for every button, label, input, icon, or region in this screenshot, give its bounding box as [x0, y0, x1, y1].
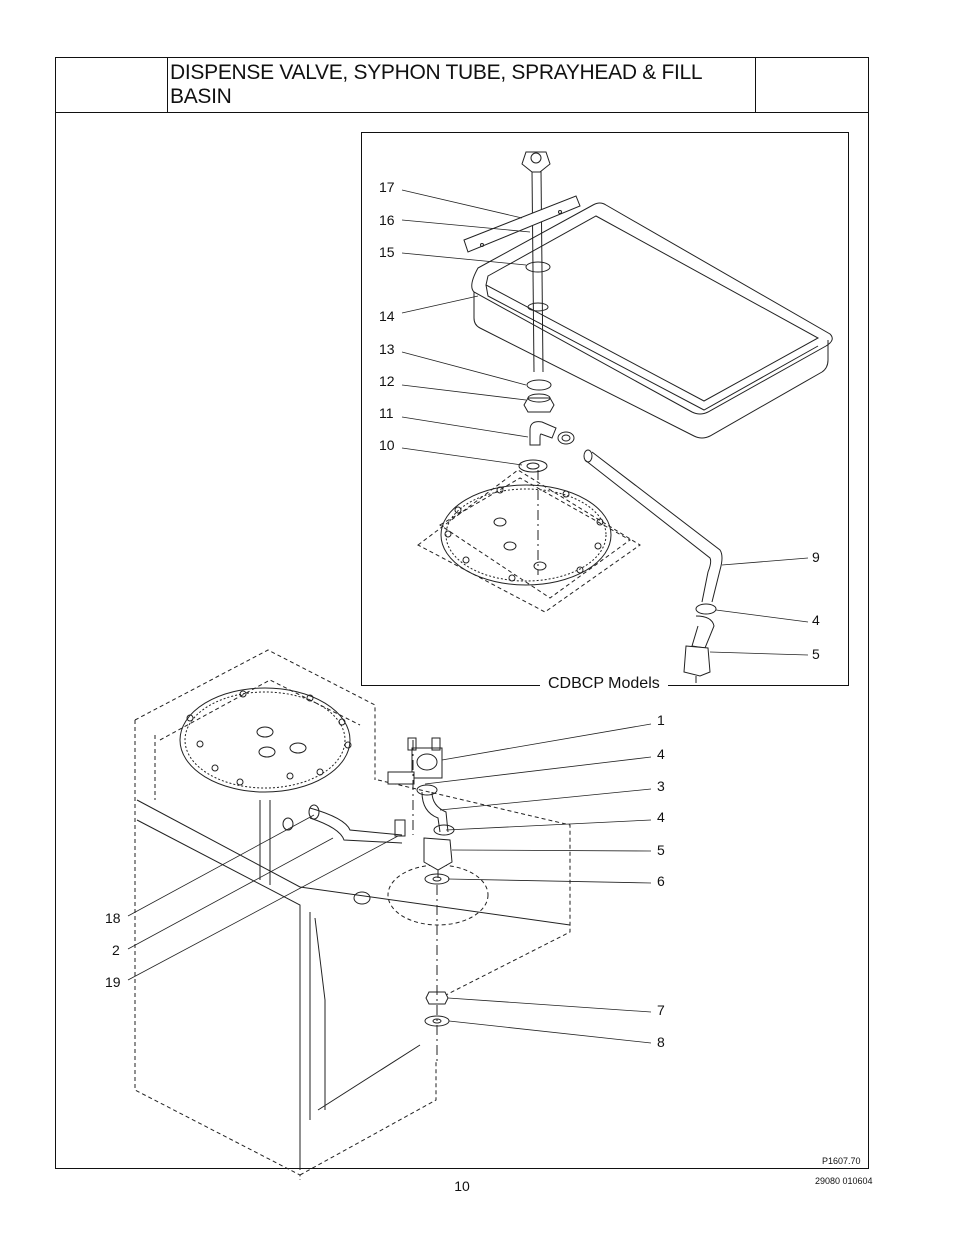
leader-lines: [127, 189, 809, 1044]
callout-11: 11: [379, 405, 394, 421]
fitting-10: [518, 459, 548, 473]
tube-3: [416, 784, 455, 836]
syphon-tube: [521, 151, 551, 373]
callout-4-inset: 4: [812, 612, 820, 628]
hose-18-main: [282, 804, 406, 844]
header-divider-left: [167, 57, 168, 113]
callout-1: 1: [657, 712, 665, 728]
sprayhead-main: [423, 837, 453, 878]
bracket-17: [463, 195, 581, 253]
callout-6: 6: [657, 873, 665, 889]
callout-5-main: 5: [657, 842, 665, 858]
tank-lid-main: [179, 687, 352, 793]
tank-lid-inset: [417, 469, 641, 613]
callout-18: 18: [105, 910, 121, 926]
hose-9: [583, 449, 723, 603]
sprayhead-5: [683, 615, 715, 683]
page-number: 10: [454, 1178, 470, 1194]
fill-basin: [471, 202, 833, 439]
clamp-4-inset: [695, 603, 717, 615]
callout-17: 17: [379, 179, 395, 195]
callout-8: 8: [657, 1034, 665, 1050]
dispense-valve-1: [387, 737, 443, 785]
callout-4-main-a: 4: [657, 746, 665, 762]
washer-6: [424, 873, 450, 885]
header-box: [55, 57, 869, 113]
inset-label: CDBCP Models: [540, 675, 668, 693]
callout-4-main-b: 4: [657, 809, 665, 825]
sprayhead-basin-ring: [353, 864, 489, 926]
callout-7: 7: [657, 1002, 665, 1018]
cabinet-solid: [136, 799, 571, 1170]
elbow-11: [529, 421, 575, 446]
page-frame: [55, 57, 869, 1169]
callout-13: 13: [379, 341, 395, 357]
washer-nut-13-12: [523, 379, 555, 413]
doc-code: 29080 010604: [815, 1176, 873, 1186]
figure-id: P1607.70: [822, 1156, 861, 1166]
callout-3: 3: [657, 778, 665, 794]
callout-19: 19: [105, 974, 121, 990]
cabinet-dashed: [134, 649, 571, 1180]
callout-14: 14: [379, 308, 395, 324]
callout-10: 10: [379, 437, 395, 453]
tank-lid-plate: [440, 484, 612, 586]
callout-9: 9: [812, 549, 820, 565]
callout-2: 2: [112, 942, 120, 958]
callout-12: 12: [379, 373, 395, 389]
header-divider-right: [755, 57, 756, 113]
nut-7: [425, 991, 449, 1005]
page-title: DISPENSE VALVE, SYPHON TUBE, SPRAYHEAD &…: [170, 61, 702, 108]
callout-16: 16: [379, 212, 395, 228]
callout-5-inset: 5: [812, 646, 820, 662]
callout-15: 15: [379, 244, 395, 260]
